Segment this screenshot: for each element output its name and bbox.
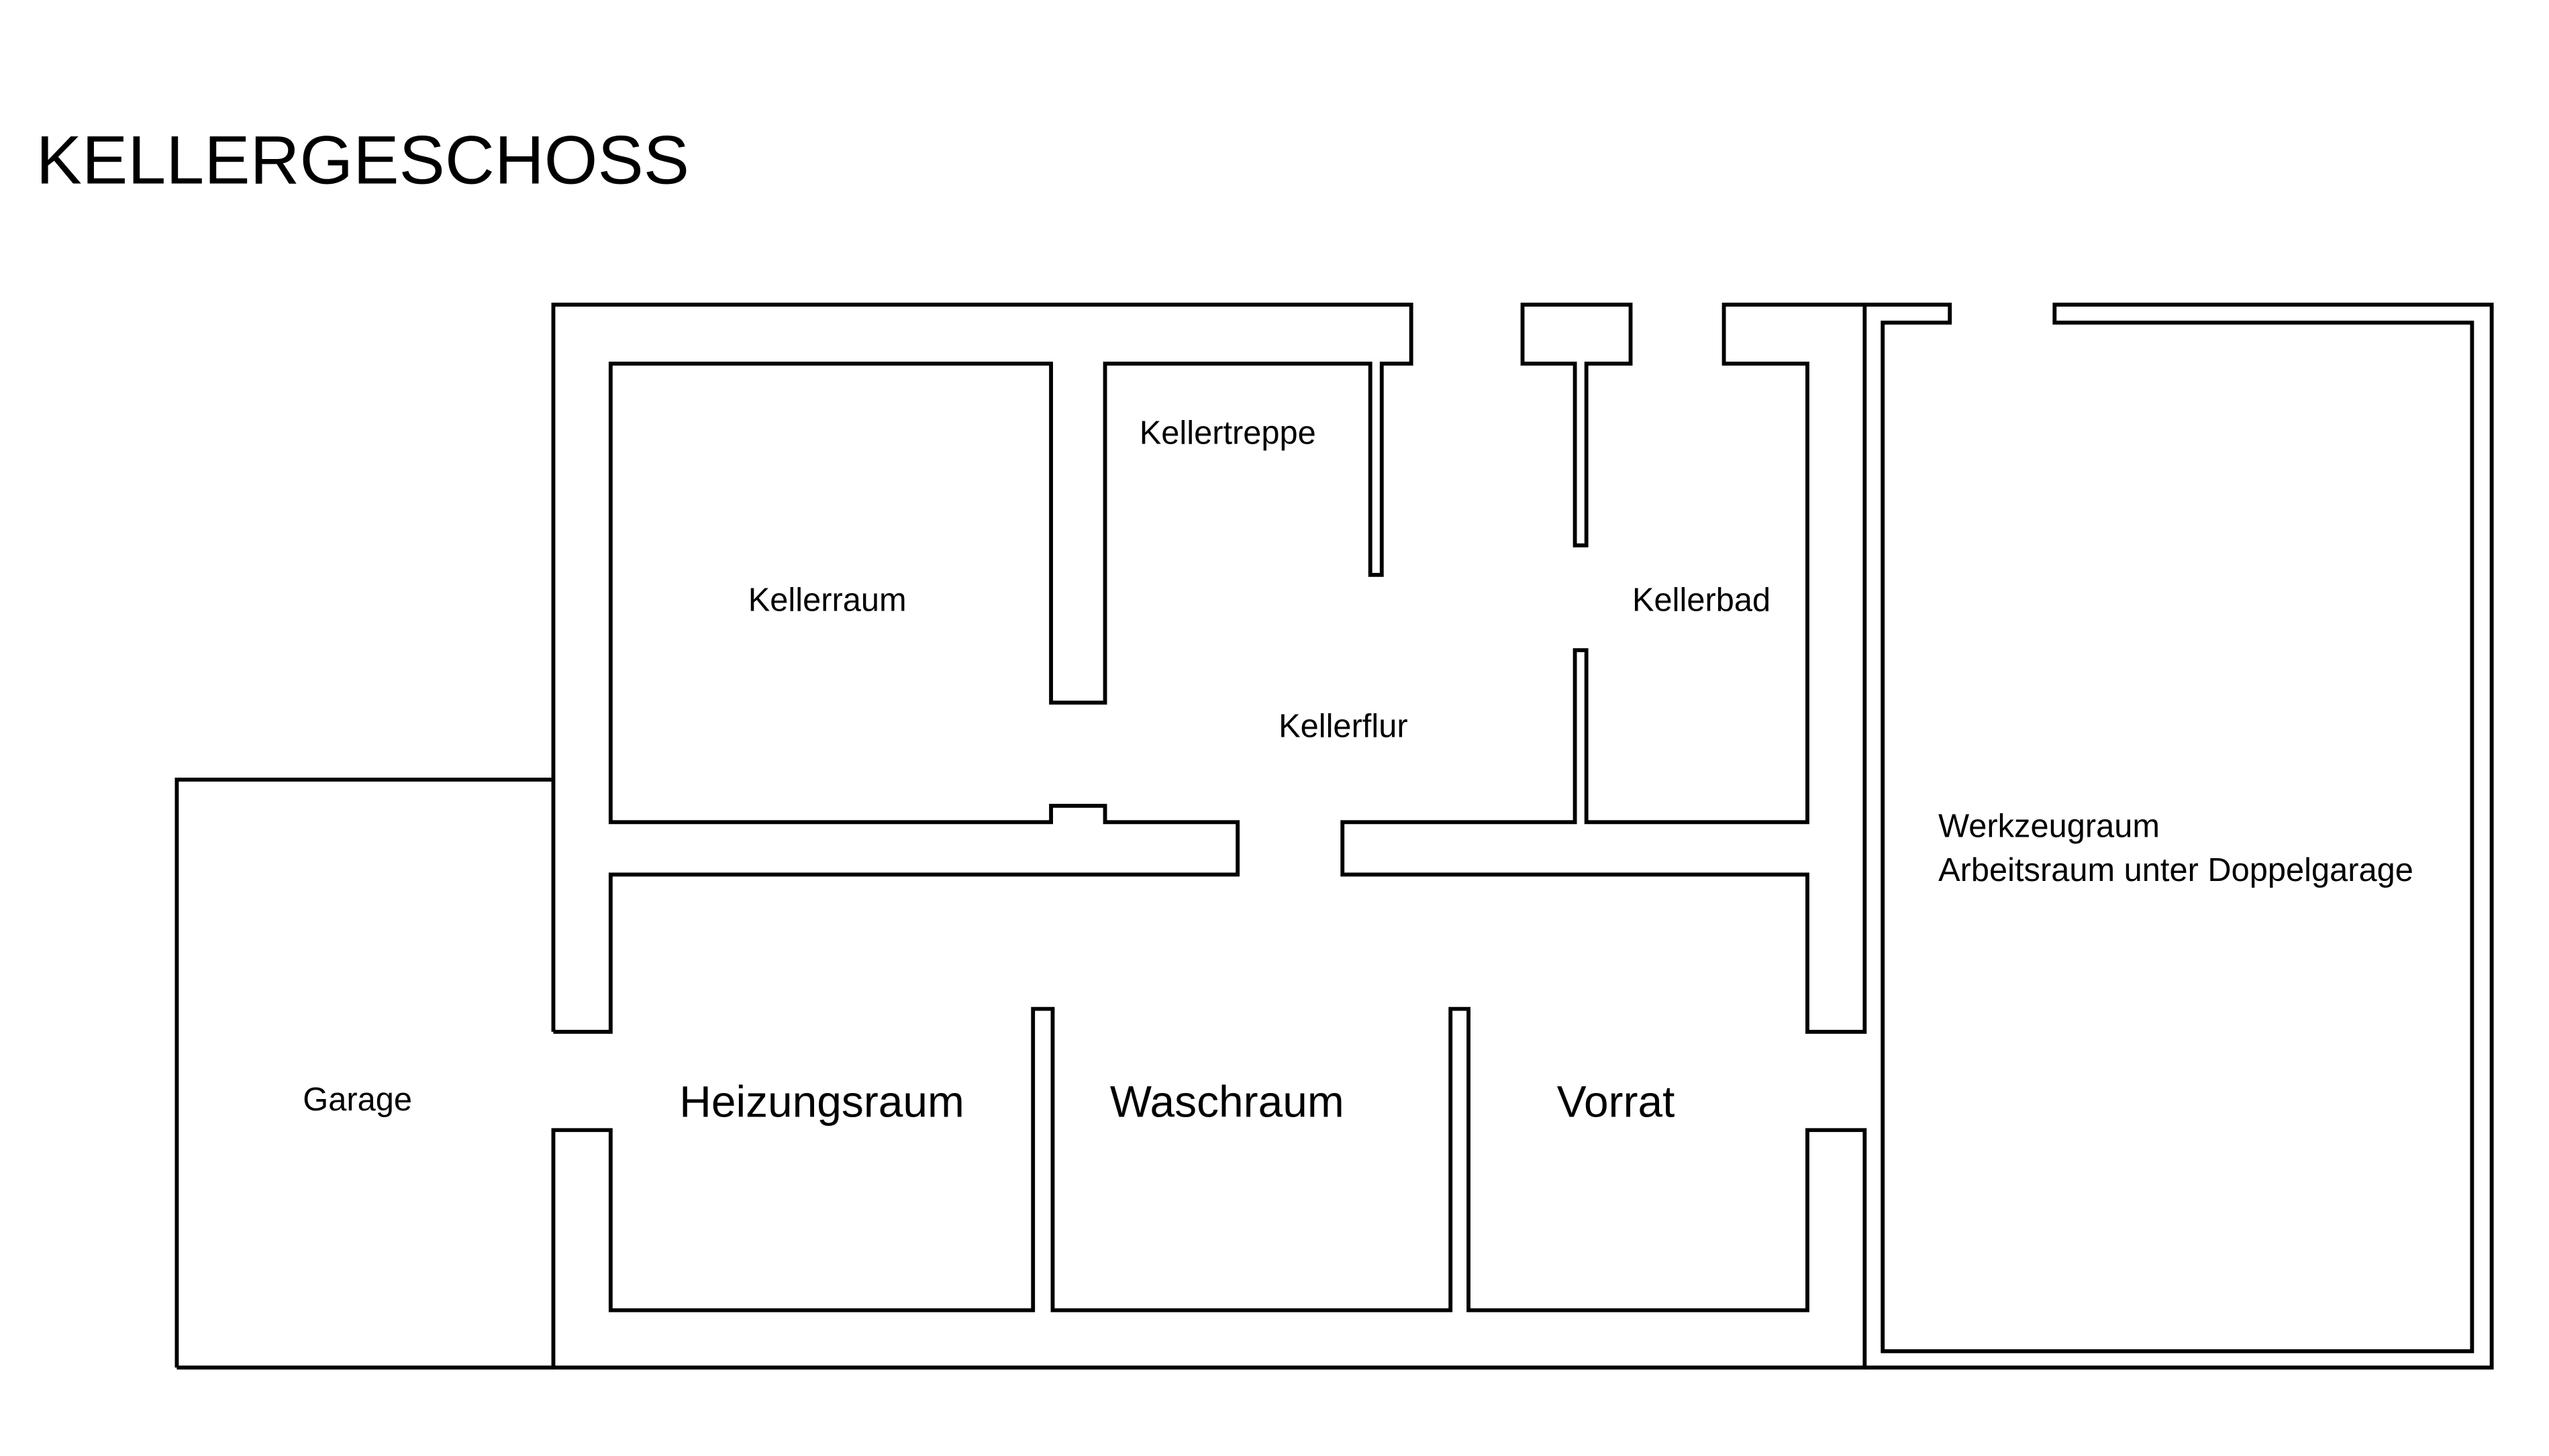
- garage-outline: [174, 777, 554, 1368]
- room-label-kellerbad: Kellerbad: [1632, 582, 1770, 618]
- outer-wall-lower: [551, 1006, 1867, 1370]
- outer-wall: [551, 303, 1413, 1034]
- room-label-werkzeugraum: Werkzeugraum: [1938, 808, 2160, 844]
- t-wall: [1520, 303, 1633, 548]
- room-label-arbeitsraum: Arbeitsraum unter Doppelgarage: [1938, 852, 2413, 888]
- room-label-kellertreppe: Kellertreppe: [1140, 415, 1316, 451]
- room-label-waschraum: Waschraum: [1110, 1077, 1344, 1127]
- room-label-vorrat: Vorrat: [1557, 1077, 1675, 1127]
- room-label-kellerraum: Kellerraum: [748, 582, 907, 618]
- kellerbad-wall: [1340, 303, 1867, 1034]
- room-label-heizungsraum: Heizungsraum: [679, 1077, 964, 1127]
- page-title: KELLERGESCHOSS: [36, 121, 689, 198]
- room-label-garage: Garage: [303, 1082, 412, 1118]
- werkzeugraum-outer: [1864, 303, 2494, 1370]
- room-label-kellerflur: Kellerflur: [1279, 708, 1407, 744]
